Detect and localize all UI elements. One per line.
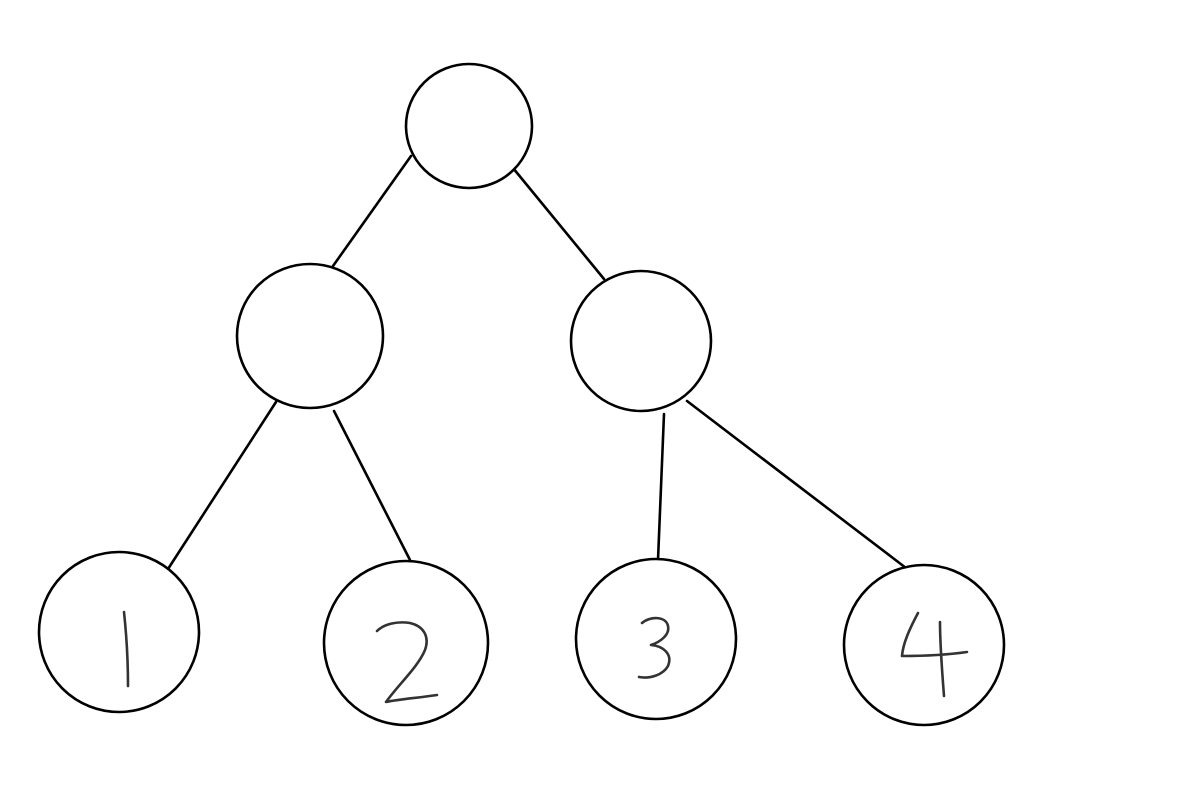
- tree-node-leaf-4: 4: [842, 563, 1006, 727]
- tree-node-left-internal: [235, 262, 385, 410]
- edge-left-leaf-2: [332, 409, 412, 562]
- edge-right-leaf-4: [685, 399, 908, 570]
- tree-node-right-internal: [569, 269, 713, 413]
- node-label-1: [122, 610, 130, 688]
- node-circle: [574, 557, 738, 721]
- edge-left-leaf-1: [166, 400, 278, 571]
- tree-node-leaf-2: 2: [322, 559, 490, 727]
- edge-root-right: [511, 166, 606, 281]
- node-label-3: [637, 616, 671, 679]
- node-circle: [322, 559, 490, 727]
- node-circle: [842, 563, 1006, 727]
- node-circle: [235, 262, 385, 410]
- nodes: 1 2 3 4: [37, 62, 1006, 727]
- node-circle: [569, 269, 713, 413]
- edge-right-leaf-3: [656, 412, 666, 562]
- node-circle: [37, 550, 201, 714]
- edges: [166, 154, 908, 571]
- node-label-2: [375, 621, 439, 704]
- tree-node-root: [404, 62, 534, 190]
- node-label-4: [900, 611, 969, 698]
- node-circle: [404, 62, 534, 190]
- edge-root-left: [331, 154, 413, 268]
- tree-node-leaf-1: 1: [37, 550, 201, 714]
- tree-node-leaf-3: 3: [574, 557, 738, 721]
